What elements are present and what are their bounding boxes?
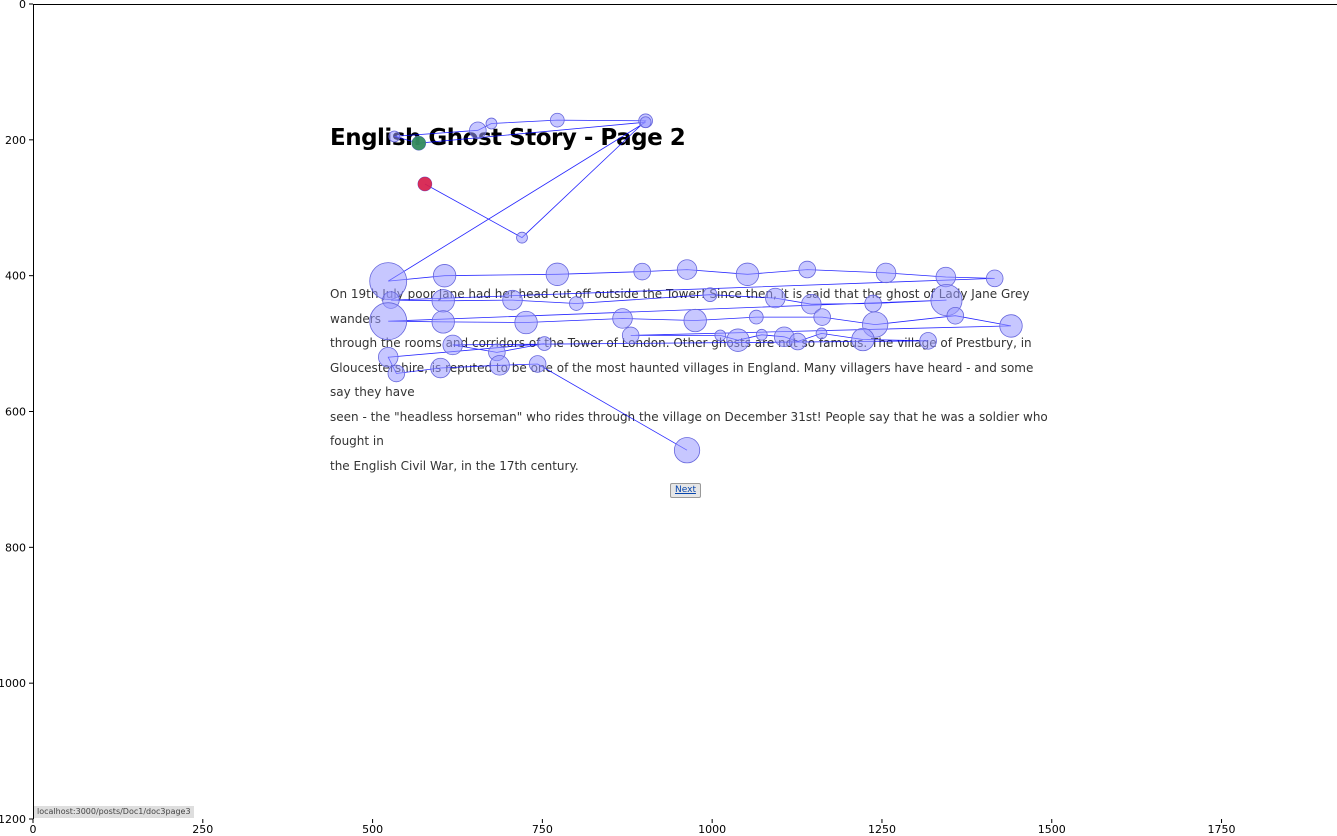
fixation-point [431,310,455,334]
fixation-point [432,264,457,288]
x-tick-label: 250 [192,823,213,836]
fixation-point [935,266,957,288]
fixation-point [545,262,569,286]
fixation-point [985,269,1004,288]
fixation-point [788,332,807,351]
fixation-point [919,332,937,350]
x-tick-label: 1500 [1038,823,1066,836]
fixation-point [378,346,399,368]
fixation-point [516,231,528,244]
story-line: seen - the "headless horseman" who rides… [330,409,1048,449]
fixation-point [999,314,1023,338]
fixation-point [683,308,707,333]
x-tick-label: 750 [532,823,553,836]
fixation-point [514,310,538,335]
fixation-point [639,116,652,129]
next-button[interactable]: Next [670,483,701,498]
status-url: localhost:3000/posts/Doc1/doc3page3 [34,806,194,818]
fixation-point [387,364,406,383]
end-fixation-marker [417,176,432,191]
fixation-point [430,357,451,379]
fixation-point [851,327,875,352]
fixation-point [621,326,640,345]
fixation-point [569,296,584,311]
fixation-point [489,355,510,376]
fixation-point [528,355,547,373]
fixation-point [765,287,786,309]
fixation-point [676,259,698,280]
story-line: the English Civil War, in the 17th centu… [330,458,579,473]
fixation-point [469,121,487,140]
fixation-point [735,262,760,286]
fixation-point [485,117,498,130]
fixation-point [388,130,401,143]
fixation-point [946,306,965,325]
fixation-point [755,328,768,341]
fixation-point [633,262,651,281]
x-tick-label: 500 [362,823,383,836]
x-tick-label: 1000 [698,823,726,836]
y-tick-label: 600 [5,406,26,419]
y-tick-label: 200 [5,134,26,147]
fixation-point [502,289,523,311]
fixation-point [369,302,408,341]
fixation-point [726,328,750,352]
x-tick-label: 1750 [1208,823,1236,836]
y-tick-label: 1000 [0,677,26,690]
y-tick-label: 400 [5,270,26,283]
plot-frame [33,4,1337,819]
fixation-point [875,262,897,284]
fixation-point [801,293,822,315]
fixation-point [702,287,718,302]
x-tick-label: 1250 [868,823,896,836]
x-tick-label: 0 [30,823,37,836]
fixation-point [798,260,817,279]
y-tick-label: 0 [19,0,26,11]
fixation-point [431,289,455,313]
fixation-point [815,327,828,340]
fixation-point [612,308,633,329]
scanpath-line [387,119,1012,451]
y-tick-label: 1200 [0,813,26,826]
fixation-point [550,112,565,128]
fixation-point [864,294,882,313]
fixation-point [673,437,701,464]
fixation-point [537,336,552,351]
start-fixation-marker [411,136,426,151]
y-tick-label: 800 [5,541,26,554]
fixation-point [749,309,764,325]
fixation-point [813,308,831,326]
fixation-point [442,334,463,356]
fixation-point [714,329,727,342]
